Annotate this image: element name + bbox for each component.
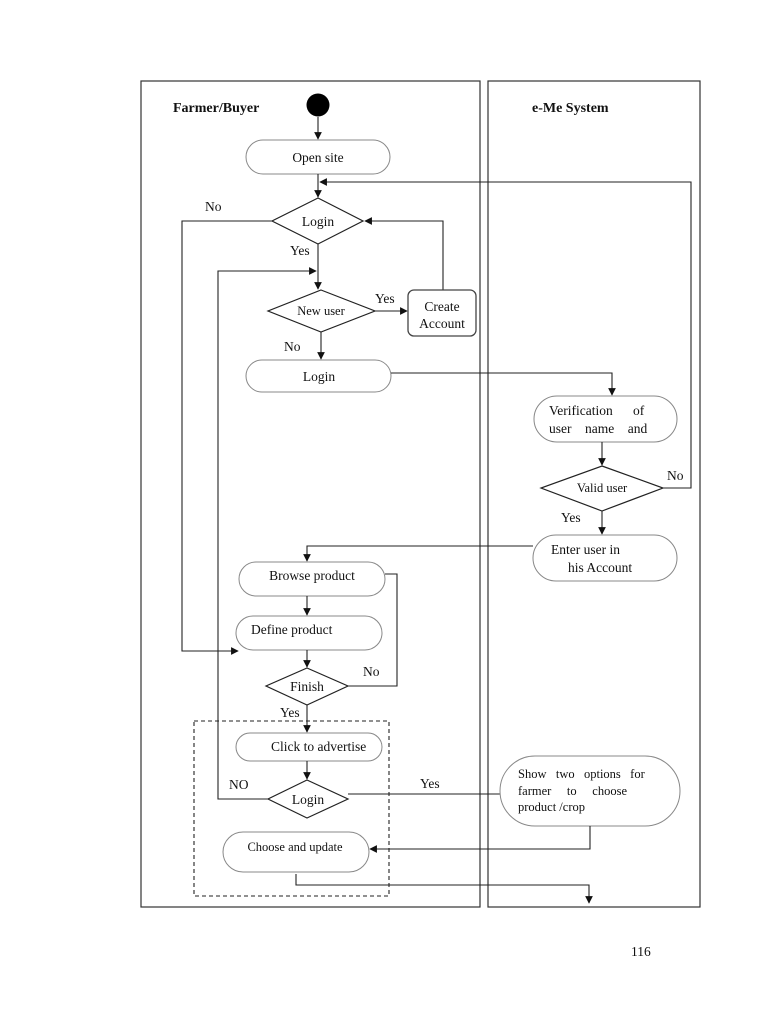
lane-title-eme-system: e-Me System — [532, 101, 609, 116]
label-no-login-2: NO — [229, 777, 249, 792]
label-yes-valid-user: Yes — [561, 510, 581, 525]
edge-choose-end — [295, 874, 593, 904]
decision-login-2 — [266, 779, 350, 819]
node-login-action-label: Login — [303, 369, 335, 384]
advertise-group-box — [193, 720, 390, 897]
decision-login-2-label: Login — [292, 792, 324, 807]
page-number: 116 — [631, 944, 651, 959]
label-yes-finish: Yes — [280, 705, 300, 720]
decision-finish-label: Finish — [290, 679, 324, 694]
label-yes-login-2: Yes — [420, 776, 440, 791]
node-login-action — [245, 359, 392, 393]
label-yes-login: Yes — [290, 243, 310, 258]
decision-valid-user-label: Valid user — [577, 481, 628, 495]
start-node — [306, 93, 330, 117]
node-verification-line2: user name and — [549, 421, 647, 436]
edge-finish-no — [348, 573, 398, 687]
lane-farmer-buyer — [140, 80, 481, 908]
node-enter-user-line1: Enter user in — [551, 542, 620, 557]
node-define-product-label: Define product — [251, 622, 333, 637]
edge-options-choose — [369, 826, 591, 853]
edge-valid-no-loop — [319, 178, 692, 489]
node-open-site-label: Open site — [292, 150, 343, 165]
node-verification — [533, 395, 678, 443]
node-click-to-advertise — [235, 732, 383, 762]
node-enter-user-line2: his Account — [568, 560, 632, 575]
label-no-login: No — [205, 199, 222, 214]
node-show-options-line1: Show two options for — [518, 767, 646, 781]
lane-eme-system — [487, 80, 701, 908]
node-create-account-line2: Account — [419, 316, 465, 331]
edge-login2-no-loop — [217, 267, 317, 800]
decision-new-user-label: New user — [297, 304, 345, 318]
node-choose-and-update-label: Choose and update — [247, 840, 343, 854]
node-browse-product-label: Browse product — [269, 568, 355, 583]
label-no-finish: No — [363, 664, 380, 679]
node-define-product — [235, 615, 383, 651]
node-click-to-advertise-label: Click to advertise — [271, 739, 366, 754]
edge-enter-browse — [303, 545, 533, 562]
node-show-options-line2: farmer to choose — [518, 784, 627, 798]
decision-login-label: Login — [302, 214, 334, 229]
node-create-account-line1: Create — [424, 299, 459, 314]
edge-create-back — [364, 217, 444, 290]
node-verification-line1: Verification of — [549, 403, 645, 418]
lane-title-farmer-buyer: Farmer/Buyer — [173, 101, 259, 116]
label-no-new-user: No — [284, 339, 301, 354]
node-browse-product — [238, 561, 386, 597]
label-yes-new-user: Yes — [375, 291, 395, 306]
node-enter-user — [532, 534, 678, 582]
edge-login-verify — [391, 372, 616, 396]
node-create-account — [407, 289, 477, 337]
label-no-valid-user: No — [667, 468, 684, 483]
node-choose-and-update — [222, 831, 370, 873]
node-show-options-line3: product /crop — [518, 800, 585, 814]
edge-login-no — [181, 220, 272, 655]
